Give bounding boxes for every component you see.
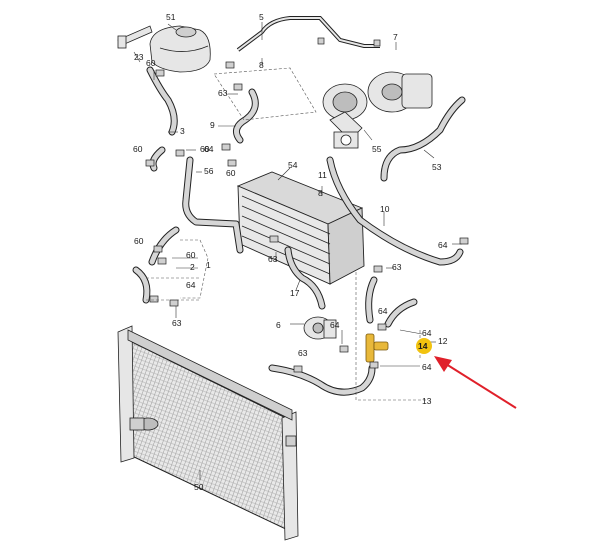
label-64g: 64: [422, 362, 432, 372]
label-60c: 60: [200, 144, 210, 154]
red-arrow-icon: [434, 356, 517, 409]
label-51: 51: [166, 12, 176, 22]
label-60e: 60: [134, 236, 144, 246]
label-2: 2: [190, 262, 195, 272]
label-63c: 63: [268, 254, 278, 264]
label-13: 13: [422, 396, 432, 406]
label-63b: 63: [172, 318, 182, 328]
label-63a: 63: [218, 88, 228, 98]
label-5: 5: [259, 12, 264, 22]
expansion-tank: [149, 25, 211, 73]
radiator: [117, 325, 299, 541]
label-50: 50: [194, 482, 204, 492]
label-17: 17: [290, 288, 300, 298]
label-9: 9: [210, 120, 215, 130]
label-64e: 64: [330, 320, 340, 330]
label-7: 7: [393, 32, 398, 42]
label-14: 14: [418, 341, 428, 351]
label-12: 12: [438, 336, 448, 346]
label-63d: 63: [392, 262, 402, 272]
label-64f: 64: [422, 328, 432, 338]
label-1: 1: [206, 260, 211, 270]
reference-lines: [146, 67, 428, 401]
label-64b: 64: [438, 240, 448, 250]
label-54: 54: [288, 160, 298, 170]
label-64d: 64: [378, 306, 388, 316]
label-64a: 64: [204, 144, 214, 154]
label-10: 10: [380, 204, 390, 214]
leader-lines: [133, 22, 462, 480]
yellow-callout-icon: [416, 338, 432, 354]
label-53: 53: [432, 162, 442, 172]
level-sensor: [117, 25, 153, 49]
label-63e: 63: [298, 348, 308, 358]
auxiliary-pump: [303, 316, 337, 340]
label-60a: 60: [146, 58, 156, 68]
label-55: 55: [372, 144, 382, 154]
clamps: [145, 37, 469, 373]
label-8b: 8: [318, 188, 323, 198]
label-60d: 60: [226, 168, 236, 178]
turbo-assembly: [322, 71, 433, 149]
t-connector-part: [365, 333, 389, 363]
label-64c: 64: [186, 280, 196, 290]
label-3: 3: [180, 126, 185, 136]
label-6: 6: [276, 320, 281, 330]
heat-exchanger: [236, 171, 365, 285]
part-labels: 51 23 5 8 7 60 63 9 3 60 60 64 60 56 54 …: [133, 12, 448, 492]
label-56: 56: [204, 166, 214, 176]
label-23: 23: [134, 52, 144, 62]
hoses: [132, 16, 466, 396]
label-60b: 60: [133, 144, 143, 154]
label-8a: 8: [259, 60, 264, 70]
label-60f: 60: [186, 250, 196, 260]
label-11: 11: [318, 170, 327, 180]
